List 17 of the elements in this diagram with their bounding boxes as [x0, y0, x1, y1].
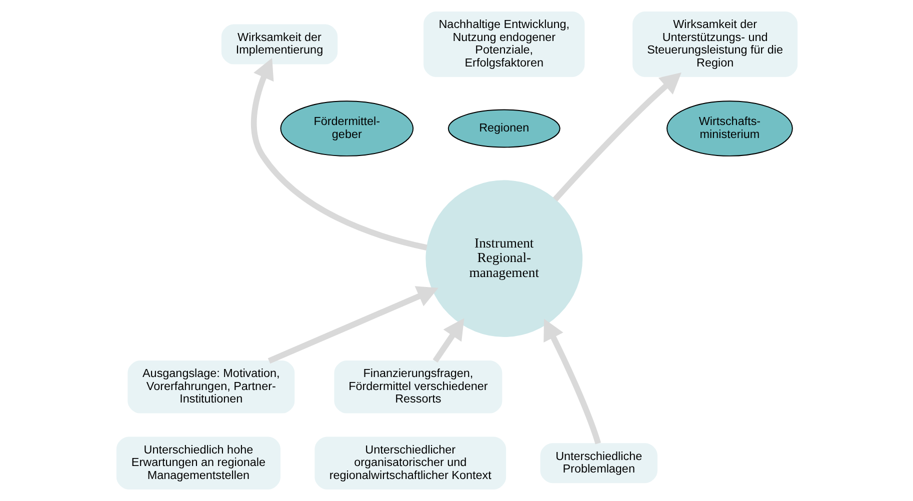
node-ellipse: Wirtschafts- ministerium	[666, 100, 792, 156]
node-box: Finanzierungsfragen, Fördermittel verschiedener Ressorts	[334, 360, 502, 414]
node-box: Unterschiedlicher organisatorischer und regionalwirtschaftlicher Kontext	[314, 436, 506, 490]
arrow	[267, 286, 438, 364]
arrow	[543, 318, 600, 444]
node-box: Ausgangslage: Motivation, Vorerfahrungen, Partner- Institutionen	[127, 360, 294, 414]
arrow	[250, 58, 427, 250]
arrow	[552, 72, 681, 202]
node-box: Nachhaltige Entwicklung, Nutzung endogener Potenziale, Erfolgsfaktoren	[423, 12, 584, 77]
node-ellipse: Fördermittel- geber	[280, 100, 414, 156]
node-ellipse: Regionen	[447, 109, 560, 148]
node-circle: Instrument Regional- management	[425, 180, 582, 338]
node-box: Wirksamkeit der Implementierung	[220, 24, 338, 64]
arrow	[432, 318, 464, 363]
node-box: Wirksamkeit der Unterstützungs- und Steuerungsleistung für die Region	[632, 12, 798, 77]
node-box: Unterschiedliche Problemlagen	[540, 443, 657, 484]
node-box: Unterschiedlich hohe Erwartungen an regionale Managementstellen	[116, 436, 280, 490]
